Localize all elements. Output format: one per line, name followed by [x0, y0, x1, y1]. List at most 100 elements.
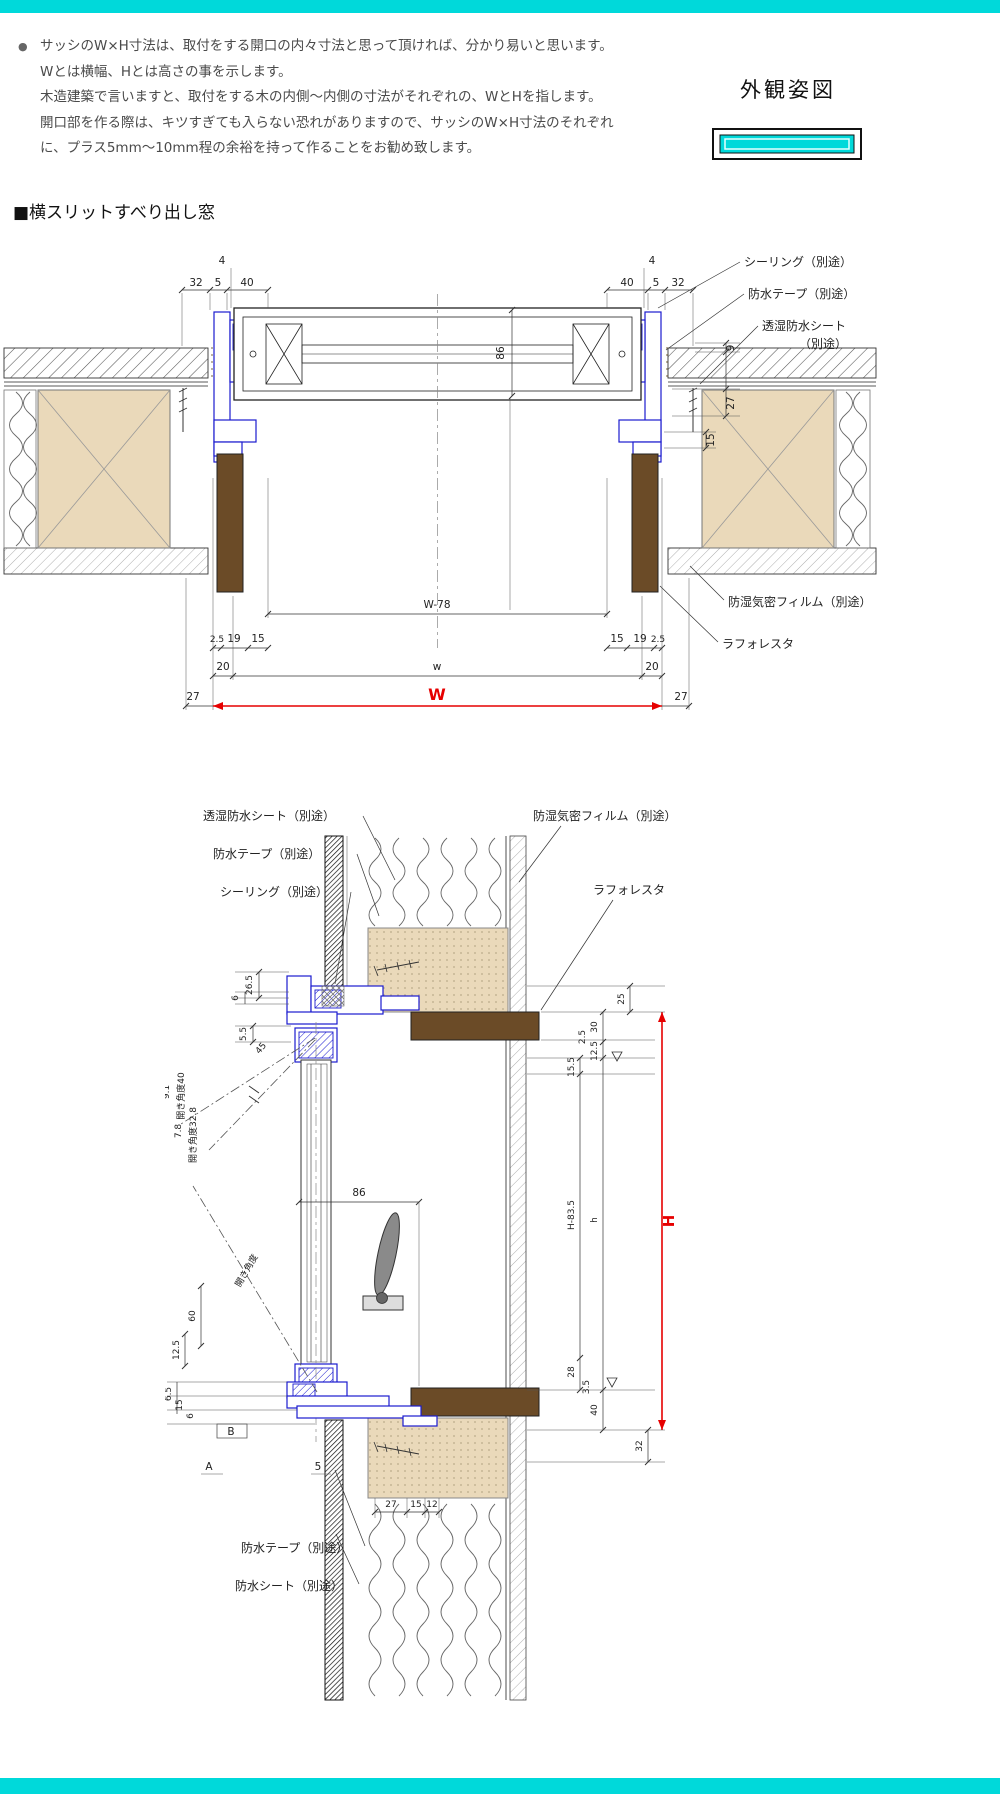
window-elevation-glass [719, 134, 855, 154]
dim-32-left: 32 [189, 277, 202, 289]
vertical-section-drawing: 開き角度40 9.1 開き角度32.8 7.8 開き角度 45 86 H 25 … [165, 808, 678, 1701]
screw-sill [373, 1441, 420, 1457]
laforesta-trim-top [410, 1011, 540, 1041]
callout-tape: 防水テープ（別途） [748, 286, 855, 301]
appearance-figure [712, 128, 862, 160]
dim-40-right: 40 [620, 277, 633, 289]
plan-callouts: シーリング（別途） 防水テープ（別途） 透湿防水シート （別途） 防湿気密フィル… [657, 255, 872, 651]
dim-32-right: 32 [671, 277, 684, 289]
dims-right-sect: 25 30 12.5 h 40 2.5 15.5 H-83.5 28 3.5 3… [527, 982, 665, 1466]
intro-line: に、プラス5mm〜10mm程の余裕を持って作ることをお勧め致します。 [40, 140, 481, 156]
dim-6-top: 6 [231, 995, 241, 1001]
window-elevation-slit [724, 138, 850, 150]
dims-top-right: 40 5 4 32 [603, 255, 697, 346]
dim-45: 45 [254, 1041, 269, 1056]
section-title: ■横スリットすべり出し窓 [13, 203, 215, 223]
dim-19-l: 19 [227, 633, 240, 645]
intro-line: 開口部を作る際は、キツすぎても入らない恐れがありますので、サッシのW×H寸法のそ… [40, 114, 614, 131]
interior-finish-right [667, 547, 877, 575]
dim-28: 28 [567, 1366, 577, 1378]
dim-15-b: 15 [410, 1500, 421, 1510]
frame-head [286, 975, 420, 1025]
h-dimension: H [658, 1012, 678, 1430]
dim-20-l: 20 [216, 661, 229, 673]
dims-left-sect: 26.5 6 5.5 60 12.5 6.5 15 6 B A 5 [165, 968, 331, 1475]
dim-15-l-sect: 15 [175, 1399, 185, 1410]
callout-tape-top: 防水テープ（別途） [213, 846, 320, 861]
callout-laforesta-sect: ラフォレスタ [593, 883, 665, 897]
operator-handle [362, 1212, 404, 1311]
dim-27-out-r: 27 [674, 691, 687, 703]
mortar-joint-left [206, 344, 214, 382]
dim-w: w [433, 661, 442, 673]
dims-top-left: 4 32 5 40 [178, 255, 272, 346]
insulation-top [368, 837, 502, 927]
callout-film: 防湿気密フィルム（別途） [728, 594, 872, 609]
callout-sheet-bottom: 防水シート（別途） [235, 1578, 343, 1593]
angle-40-label: 開き角度40 [175, 1072, 187, 1120]
dim-6-bot: 6 [186, 1413, 196, 1419]
intro-line: 木造建築で言いますと、取付をする木の内側〜内側の寸法がそれぞれの、WとHを指しま… [40, 89, 602, 105]
siding-bottom [324, 1419, 344, 1701]
dim-40: 40 [590, 1404, 600, 1416]
intro-line: サッシのW×H寸法は、取付をする開口の内々寸法と思って頂ければ、分かり易いと思い… [40, 38, 613, 54]
dim-H-83-5: H-83.5 [567, 1200, 577, 1230]
dim-5-right: 5 [653, 277, 660, 289]
intro-note: ● サッシのW×H寸法は、取付をする開口の内々寸法と思って頂ければ、分かり易いと… [18, 34, 798, 162]
dim-12-b: 12 [426, 1500, 437, 1510]
callout-tape-bottom: 防水テープ（別途） [241, 1540, 348, 1555]
wall-right [667, 347, 877, 575]
wall-vertical [324, 835, 527, 1701]
callout-sheet-2: （別途） [799, 337, 847, 351]
dims-bottom-sect: 27 15 12 [371, 1498, 443, 1518]
level-mark-icon [606, 1051, 623, 1388]
dim-20-r: 20 [645, 661, 658, 673]
dim-W: W [428, 685, 446, 704]
dim-86-group: 86 [495, 306, 516, 400]
dim-9-1: 9.1 [165, 1085, 172, 1099]
siding-top [324, 835, 344, 987]
screw-head [373, 959, 420, 977]
dim-30: 30 [590, 1021, 600, 1033]
dim-h-small: h [590, 1217, 600, 1223]
dim-25: 25 [617, 993, 627, 1004]
dim-5-left: 5 [215, 277, 222, 289]
dim-H: H [660, 1215, 678, 1228]
appearance-title: 外観姿図 [740, 78, 836, 102]
dim-27-side: 27 [725, 396, 737, 409]
dim-2-5-s: 2.5 [578, 1030, 588, 1044]
plan-section-drawing: 4 32 5 40 40 5 4 32 9 27 15 86 シーリング（別途）… [3, 255, 877, 710]
opening-angle-label: 開き角度 [232, 1252, 260, 1289]
sealing-joint [321, 985, 345, 1007]
dim-5-bot: 5 [315, 1461, 322, 1473]
bottom-accent-bar [0, 1778, 1000, 1794]
opening-angle-lines: 開き角度40 9.1 開き角度32.8 7.8 開き角度 45 [165, 1037, 318, 1393]
dim-A: A [205, 1461, 213, 1473]
dim-86-group-sect: 86 [295, 1187, 423, 1386]
dim-40-left: 40 [240, 277, 253, 289]
insulation-right [839, 391, 853, 547]
angle-32-8-label: 開き角度32.8 [187, 1107, 199, 1163]
dim-15-side: 15 [705, 433, 717, 446]
dim-26-5: 26.5 [245, 975, 255, 995]
dim-86: 86 [495, 346, 507, 360]
dim-7-8: 7.8 [174, 1124, 184, 1139]
dim-12-5-l: 12.5 [172, 1340, 182, 1360]
dim-32: 32 [635, 1440, 645, 1451]
dim-15-5: 15.5 [567, 1057, 577, 1077]
dims-bottom: W-78 2.5 19 15 15 19 2.5 20 w 20 27 W 27 [182, 478, 693, 710]
dim-2p5-r: 2.5 [651, 635, 665, 645]
intro-line: Wとは横幅、Hとは高さの事を示します。 [40, 63, 292, 80]
dim-60: 60 [188, 1310, 198, 1322]
dim-15-r: 15 [610, 633, 623, 645]
laforesta-trim-left [216, 453, 244, 593]
dim-w78: W-78 [423, 599, 450, 611]
insulation-bottom [368, 1503, 502, 1697]
dim-4-right: 4 [649, 255, 656, 267]
dim-3-5: 3.5 [582, 1380, 592, 1394]
dim-27-out-l: 27 [186, 691, 199, 703]
insulation-left [9, 391, 23, 547]
interior-finish-left [3, 547, 209, 575]
siding-right [667, 347, 877, 379]
